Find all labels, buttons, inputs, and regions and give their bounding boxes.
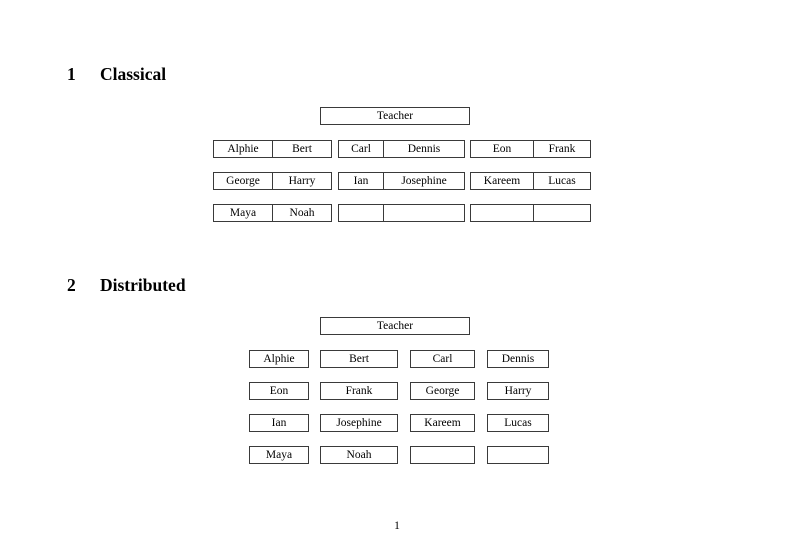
distributed-cell-r1c1: Alphie [249,350,309,368]
student-cell: Carl [410,350,475,368]
student-cell: Noah [272,204,332,222]
student-cell: Bert [272,140,332,158]
section-title: Distributed [100,275,186,295]
table-row: Bert [320,350,398,368]
classical-group3-row3 [470,204,591,222]
student-cell: Lucas [533,172,591,190]
table-row: Ian Josephine [338,172,465,190]
table-row: Teacher [320,107,470,125]
distributed-cell-r2c3: George [410,382,475,400]
distributed-cell-r3c1: Ian [249,414,309,432]
page-number: 1 [394,520,400,532]
classical-group1-row2: George Harry [213,172,332,190]
table-row: Noah [320,446,398,464]
teacher-cell: Teacher [320,107,470,125]
student-cell: George [410,382,475,400]
student-cell: Ian [338,172,384,190]
distributed-cell-r4c3 [410,446,475,464]
student-cell: Frank [320,382,398,400]
distributed-cell-r2c1: Eon [249,382,309,400]
table-row [487,446,549,464]
teacher-cell: Teacher [320,317,470,335]
table-row [470,204,591,222]
empty-cell [470,204,534,222]
empty-cell [410,446,475,464]
table-row [410,446,475,464]
classical-group2-row1: Carl Dennis [338,140,465,158]
student-cell: Ian [249,414,309,432]
distributed-cell-r1c4: Dennis [487,350,549,368]
student-cell: Dennis [383,140,465,158]
classical-group3-row2: Kareem Lucas [470,172,591,190]
table-row: Harry [487,382,549,400]
classical-group3-row1: Eon Frank [470,140,591,158]
distributed-cell-r3c4: Lucas [487,414,549,432]
student-cell: Eon [470,140,534,158]
distributed-cell-r1c2: Bert [320,350,398,368]
section-title: Classical [100,64,167,84]
section-heading-distributed: 2 Distributed [67,275,186,295]
student-cell: Kareem [410,414,475,432]
classical-group2-row3 [338,204,465,222]
empty-cell [487,446,549,464]
distributed-cell-r4c2: Noah [320,446,398,464]
distributed-cell-r1c3: Carl [410,350,475,368]
table-row: George Harry [213,172,332,190]
student-cell: Kareem [470,172,534,190]
student-cell: Harry [487,382,549,400]
table-row: Dennis [487,350,549,368]
student-cell: George [213,172,273,190]
table-row: Carl [410,350,475,368]
section-heading-classical: 1 Classical [67,64,167,84]
distributed-cell-r3c2: Josephine [320,414,398,432]
classical-group2-row2: Ian Josephine [338,172,465,190]
table-row: Maya [249,446,309,464]
table-row: Frank [320,382,398,400]
distributed-cell-r4c4 [487,446,549,464]
student-cell: Lucas [487,414,549,432]
classical-group1-row1: Alphie Bert [213,140,332,158]
student-cell: Alphie [249,350,309,368]
table-row: Ian [249,414,309,432]
distributed-cell-r2c2: Frank [320,382,398,400]
classical-teacher-box: Teacher [320,107,470,125]
table-row: Alphie Bert [213,140,332,158]
student-cell: Maya [213,204,273,222]
student-cell: Dennis [487,350,549,368]
table-row: Kareem Lucas [470,172,591,190]
student-cell: Josephine [383,172,465,190]
table-row: Maya Noah [213,204,332,222]
student-cell: Josephine [320,414,398,432]
table-row: George [410,382,475,400]
section-number: 2 [67,275,76,295]
table-row: Josephine [320,414,398,432]
empty-cell [533,204,591,222]
student-cell: Frank [533,140,591,158]
classical-group1-row3: Maya Noah [213,204,332,222]
table-row: Teacher [320,317,470,335]
distributed-cell-r3c3: Kareem [410,414,475,432]
student-cell: Maya [249,446,309,464]
distributed-teacher-box: Teacher [320,317,470,335]
distributed-cell-r4c1: Maya [249,446,309,464]
student-cell: Harry [272,172,332,190]
table-row [338,204,465,222]
table-row: Carl Dennis [338,140,465,158]
table-row: Eon [249,382,309,400]
empty-cell [383,204,465,222]
student-cell: Carl [338,140,384,158]
table-row: Kareem [410,414,475,432]
student-cell: Eon [249,382,309,400]
student-cell: Bert [320,350,398,368]
student-cell: Alphie [213,140,273,158]
student-cell: Noah [320,446,398,464]
empty-cell [338,204,384,222]
table-row: Alphie [249,350,309,368]
section-number: 1 [67,64,76,84]
distributed-cell-r2c4: Harry [487,382,549,400]
table-row: Eon Frank [470,140,591,158]
table-row: Lucas [487,414,549,432]
